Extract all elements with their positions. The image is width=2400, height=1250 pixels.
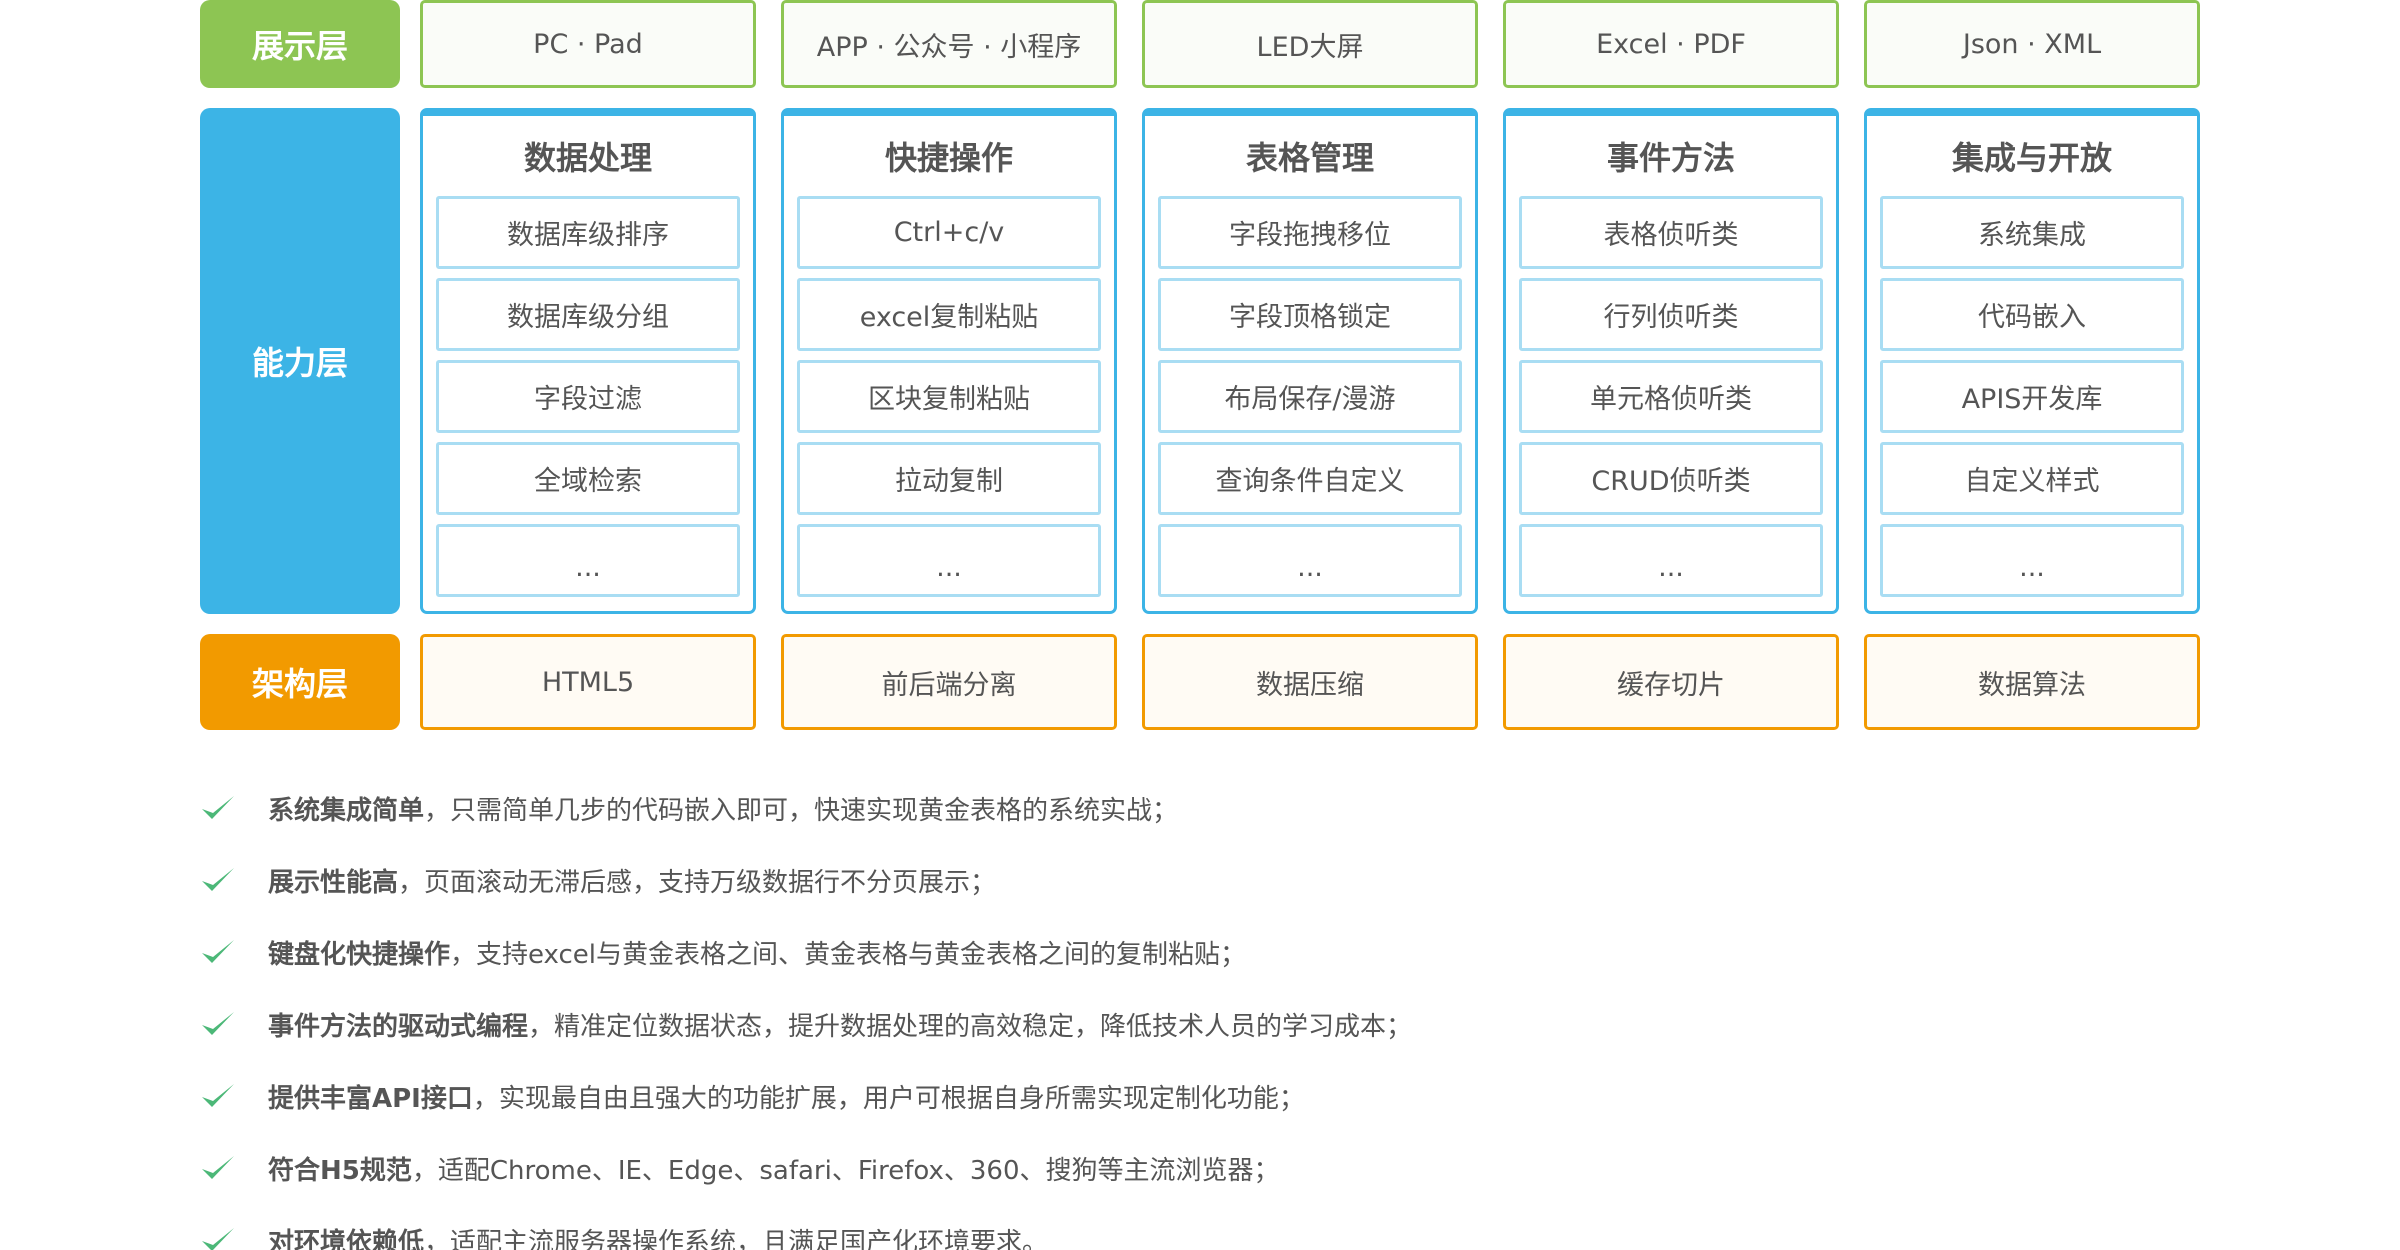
feature-title: 提供丰富API接口 — [268, 1083, 473, 1114]
ability-item: Ctrl+c/v — [797, 196, 1101, 269]
feature-list: 系统集成简单，只需简单几步的代码嵌入即可，快速实现黄金表格的系统实战； 展示性能… — [200, 772, 1412, 1250]
display-item: Json · XML — [1864, 0, 2200, 88]
feature-item: 提供丰富API接口，实现最自由且强大的功能扩展，用户可根据自身所需实现定制化功能… — [200, 1060, 1412, 1132]
ability-item: 拉动复制 — [797, 442, 1101, 515]
ability-item: 字段过滤 — [436, 360, 740, 433]
feature-text: ，支持excel与黄金表格之间、黄金表格与黄金表格之间的复制粘贴； — [450, 939, 1246, 970]
display-item: LED大屏 — [1142, 0, 1478, 88]
ability-item: 数据库级排序 — [436, 196, 740, 269]
display-layer-label: 展示层 — [200, 0, 400, 88]
checkmark-icon — [200, 866, 268, 894]
feature-text: ，实现最自由且强大的功能扩展，用户可根据自身所需实现定制化功能； — [472, 1083, 1305, 1114]
ability-item: 自定义样式 — [1880, 442, 2184, 515]
feature-text: ，页面滚动无滞后感，支持万级数据行不分页展示； — [398, 867, 997, 898]
architecture-item: 数据算法 — [1864, 634, 2200, 730]
ability-layer-label: 能力层 — [200, 108, 400, 614]
feature-text: ，适配主流服务器操作系统，且满足国产化环境要求。 — [424, 1227, 1049, 1250]
architecture-item: 前后端分离 — [781, 634, 1117, 730]
feature-text: ，精准定位数据状态，提升数据处理的高效稳定，降低技术人员的学习成本； — [528, 1011, 1413, 1042]
checkmark-icon — [200, 1226, 268, 1250]
ability-item: excel复制粘贴 — [797, 278, 1101, 351]
feature-title: 展示性能高 — [268, 867, 399, 898]
ability-card-title: 表格管理 — [1245, 139, 1374, 177]
ability-card-title: 事件方法 — [1606, 139, 1735, 177]
ability-layer-row: 数据处理 数据库级排序 数据库级分组 字段过滤 全域检索 ... 快捷操作 Ct… — [420, 108, 2200, 614]
architecture-layer-row: HTML5 前后端分离 数据压缩 缓存切片 数据算法 — [420, 634, 2200, 730]
ability-card-event-methods: 事件方法 表格侦听类 行列侦听类 单元格侦听类 CRUD侦听类 ... — [1503, 108, 1839, 614]
feature-item: 对环境依赖低，适配主流服务器操作系统，且满足国产化环境要求。 — [200, 1204, 1412, 1250]
ability-item: 布局保存/漫游 — [1158, 360, 1462, 433]
feature-title: 事件方法的驱动式编程 — [268, 1011, 529, 1042]
ability-item: 全域检索 — [436, 442, 740, 515]
ability-item: 区块复制粘贴 — [797, 360, 1101, 433]
ability-card-title: 数据处理 — [523, 139, 652, 177]
feature-item: 事件方法的驱动式编程，精准定位数据状态，提升数据处理的高效稳定，降低技术人员的学… — [200, 988, 1412, 1060]
ability-item: 字段拖拽移位 — [1158, 196, 1462, 269]
feature-item: 系统集成简单，只需简单几步的代码嵌入即可，快速实现黄金表格的系统实战； — [200, 772, 1412, 844]
feature-title: 系统集成简单 — [268, 795, 425, 826]
ability-item: 行列侦听类 — [1519, 278, 1823, 351]
ability-item: 表格侦听类 — [1519, 196, 1823, 269]
display-layer-row: PC · Pad APP · 公众号 · 小程序 LED大屏 Excel · P… — [420, 0, 2200, 88]
feature-title: 键盘化快捷操作 — [268, 939, 451, 970]
ability-item: 单元格侦听类 — [1519, 360, 1823, 433]
display-item: APP · 公众号 · 小程序 — [781, 0, 1117, 88]
display-item: Excel · PDF — [1503, 0, 1839, 88]
ability-card-integration: 集成与开放 系统集成 代码嵌入 APIS开发库 自定义样式 ... — [1864, 108, 2200, 614]
ability-item-more: ... — [1519, 524, 1823, 597]
feature-text: ，只需简单几步的代码嵌入即可，快速实现黄金表格的系统实战； — [424, 795, 1179, 826]
ability-item: 系统集成 — [1880, 196, 2184, 269]
ability-item: 字段顶格锁定 — [1158, 278, 1462, 351]
checkmark-icon — [200, 1154, 268, 1182]
ability-item: 代码嵌入 — [1880, 278, 2184, 351]
checkmark-icon — [200, 794, 268, 822]
ability-item-more: ... — [797, 524, 1101, 597]
ability-item: APIS开发库 — [1880, 360, 2184, 433]
architecture-item: 缓存切片 — [1503, 634, 1839, 730]
architecture-item: HTML5 — [420, 634, 756, 730]
feature-item: 键盘化快捷操作，支持excel与黄金表格之间、黄金表格与黄金表格之间的复制粘贴； — [200, 916, 1412, 988]
display-item: PC · Pad — [420, 0, 756, 88]
checkmark-icon — [200, 1010, 268, 1038]
ability-card-table-management: 表格管理 字段拖拽移位 字段顶格锁定 布局保存/漫游 查询条件自定义 ... — [1142, 108, 1478, 614]
ability-card-shortcuts: 快捷操作 Ctrl+c/v excel复制粘贴 区块复制粘贴 拉动复制 ... — [781, 108, 1117, 614]
feature-text: ，适配Chrome、IE、Edge、safari、Firefox、360、搜狗等… — [411, 1155, 1280, 1186]
ability-card-title: 快捷操作 — [884, 139, 1013, 177]
feature-title: 对环境依赖低 — [268, 1227, 425, 1250]
feature-item: 符合H5规范，适配Chrome、IE、Edge、safari、Firefox、3… — [200, 1132, 1412, 1204]
ability-item-more: ... — [436, 524, 740, 597]
ability-item: 数据库级分组 — [436, 278, 740, 351]
architecture-item: 数据压缩 — [1142, 634, 1478, 730]
checkmark-icon — [200, 938, 268, 966]
ability-item-more: ... — [1880, 524, 2184, 597]
checkmark-icon — [200, 1082, 268, 1110]
feature-title: 符合H5规范 — [268, 1155, 412, 1186]
ability-item: CRUD侦听类 — [1519, 442, 1823, 515]
ability-card-data-processing: 数据处理 数据库级排序 数据库级分组 字段过滤 全域检索 ... — [420, 108, 756, 614]
ability-item-more: ... — [1158, 524, 1462, 597]
ability-item: 查询条件自定义 — [1158, 442, 1462, 515]
ability-card-title: 集成与开放 — [1951, 139, 2112, 177]
architecture-layer-label: 架构层 — [200, 634, 400, 730]
feature-item: 展示性能高，页面滚动无滞后感，支持万级数据行不分页展示； — [200, 844, 1412, 916]
